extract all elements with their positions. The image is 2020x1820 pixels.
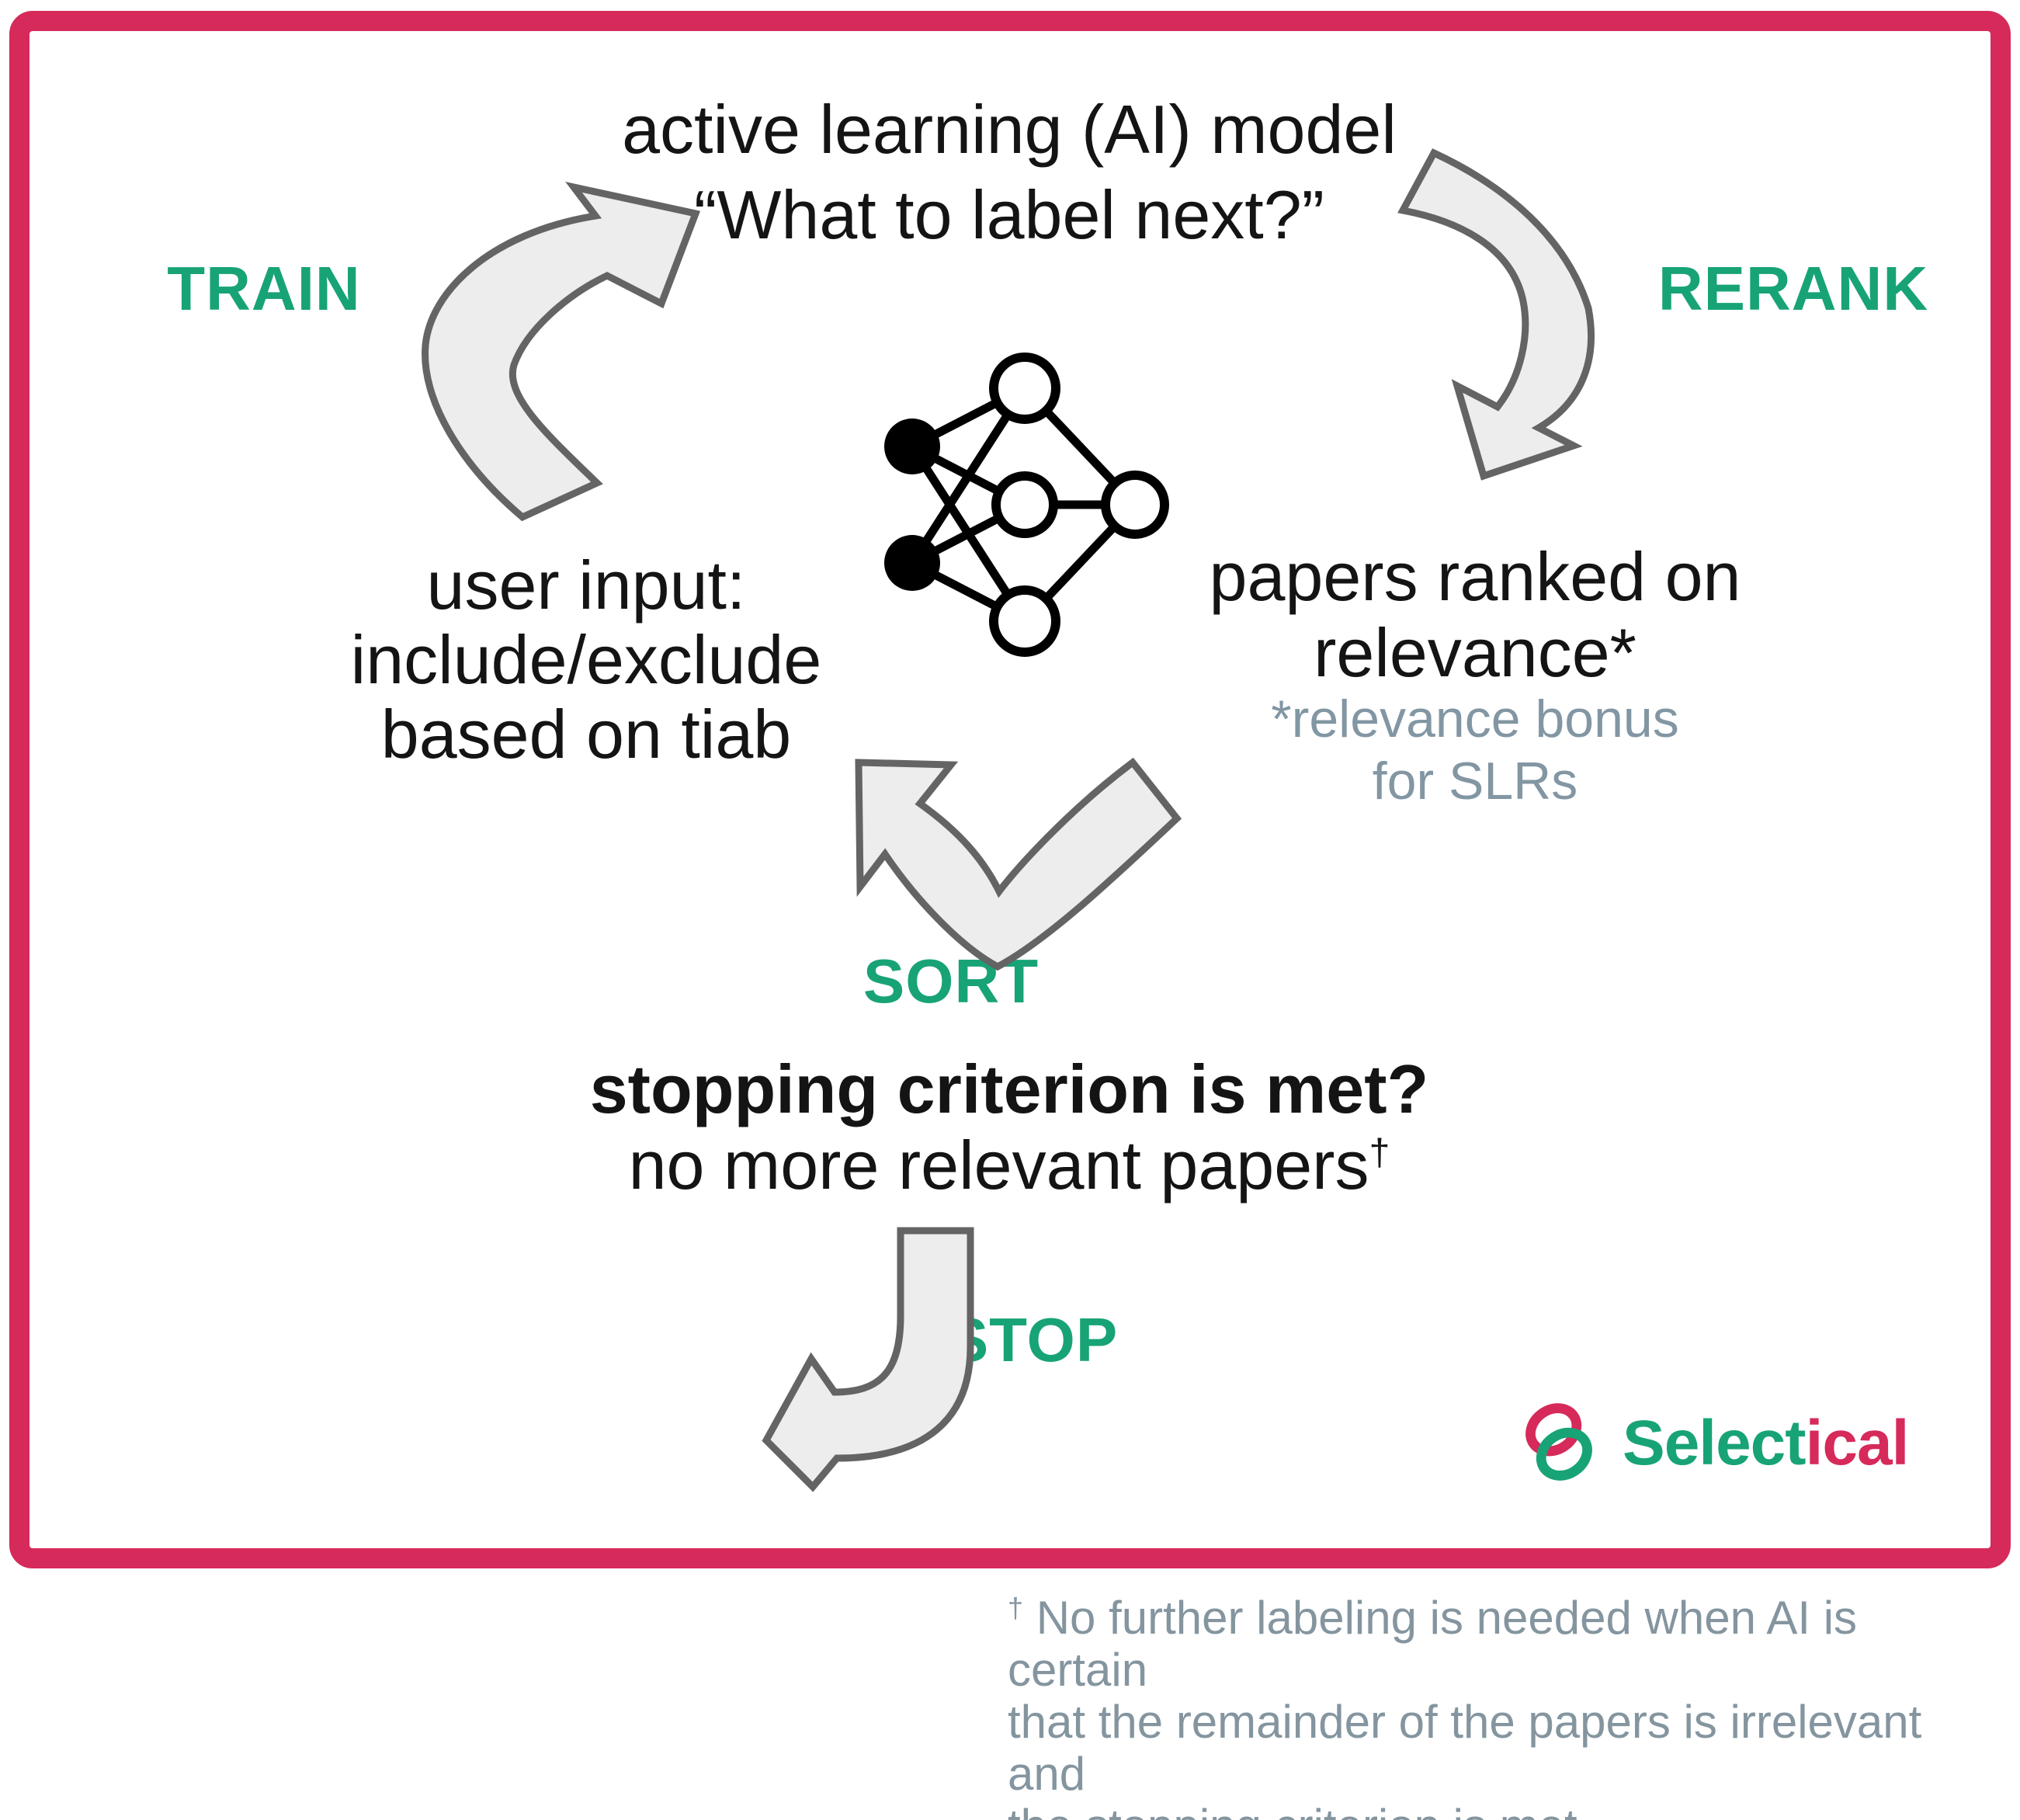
user-input-line1: user input: xyxy=(426,547,746,623)
sort-arrow-icon xyxy=(855,757,1182,971)
dagger-mark: † xyxy=(1369,1131,1390,1174)
dagger-mark: † xyxy=(1008,1592,1024,1624)
active-learning-caption: active learning (AI) model “What to labe… xyxy=(388,87,1630,258)
rerank-label: RERANK xyxy=(1657,254,1929,323)
user-input-line3: based on tiab xyxy=(380,696,792,773)
selectical-logo-icon xyxy=(1525,1403,1592,1481)
footnote-line3: the stopping criterion is met. xyxy=(1008,1800,2001,1820)
relevance-bonus-line2: for SLRs xyxy=(1372,752,1578,811)
footnote-line2: that the remainder of the papers is irre… xyxy=(1008,1696,1922,1800)
stopping-criterion-line2: no more relevant papers† xyxy=(628,1127,1390,1203)
papers-ranked-caption: papers ranked on relevance* xyxy=(1203,539,1747,691)
selectical-logo: Selectical xyxy=(1514,1398,1909,1489)
relevance-bonus-note: *relevance bonus for SLRs xyxy=(1203,688,1747,812)
selectical-logo-text: Selectical xyxy=(1623,1408,1909,1478)
footnote: † No further labeling is needed when AI … xyxy=(1008,1592,2001,1820)
diagram-border-frame xyxy=(9,11,2011,1568)
relevance-bonus-line1: *relevance bonus xyxy=(1271,689,1679,748)
rerank-arrow-icon xyxy=(1397,148,1595,481)
active-learning-caption-line2: “What to label next?” xyxy=(694,176,1324,253)
stopping-criterion-line1: stopping criterion is met? xyxy=(589,1051,1429,1127)
user-input-caption: user input: include/exclude based on tia… xyxy=(314,548,858,772)
train-label: TRAIN xyxy=(167,254,361,323)
neural-network-icon xyxy=(884,353,1169,657)
active-learning-caption-line1: active learning (AI) model xyxy=(622,91,1397,168)
train-arrow-icon xyxy=(422,182,701,522)
papers-ranked-line1: papers ranked on xyxy=(1209,538,1741,615)
stop-arrow-icon xyxy=(762,1227,974,1492)
stopping-criterion-caption: stopping criterion is met? no more relev… xyxy=(505,1051,1514,1203)
papers-ranked-line2: relevance* xyxy=(1314,614,1636,691)
stop-label: STOP xyxy=(946,1305,1119,1374)
user-input-line2: include/exclude xyxy=(350,621,822,698)
footnote-line1: † No further labeling is needed when AI … xyxy=(1008,1592,1858,1696)
